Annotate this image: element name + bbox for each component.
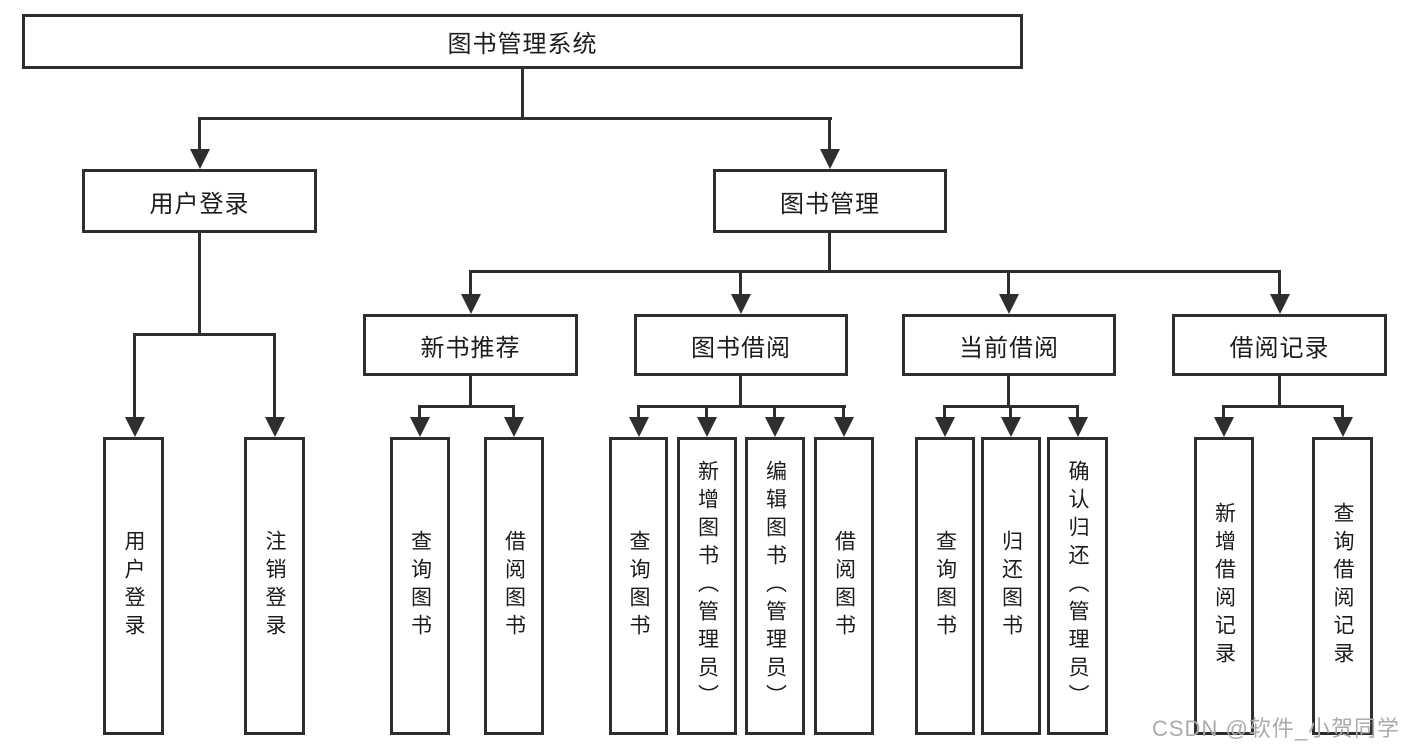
node-user-login-branch: 用户登录 bbox=[82, 169, 317, 233]
connector-book-borrow-rail bbox=[637, 405, 846, 408]
node-library-system: 图书管理系统 bbox=[22, 14, 1023, 69]
node-current-borrow: 当前借阅 bbox=[902, 314, 1116, 376]
node-borrow-record-label: 借阅记录 bbox=[1229, 334, 1330, 362]
leaf-add-borrow-record: 新增借阅记录 bbox=[1194, 437, 1254, 735]
leaf-add-borrow-record-label: 新增借阅记录 bbox=[1212, 502, 1236, 670]
arrow-to-recommend-query-icon bbox=[409, 405, 430, 437]
leaf-borrow-edit-book-label: 编辑图书（管理员） bbox=[763, 460, 787, 712]
leaf-confirm-return: 确认归还（管理员） bbox=[1047, 437, 1108, 735]
arrow-to-book-borrow-icon bbox=[730, 270, 751, 314]
leaf-current-query-book-label: 查询图书 bbox=[933, 530, 957, 642]
arrow-to-borrow-edit-icon bbox=[764, 405, 785, 437]
csdn-watermark: CSDN @软件_小贺同学 bbox=[1152, 716, 1401, 741]
node-borrow-record: 借阅记录 bbox=[1172, 314, 1387, 376]
leaf-logout: 注销登录 bbox=[244, 437, 305, 735]
leaf-logout-label: 注销登录 bbox=[263, 530, 286, 642]
leaf-current-query-book: 查询图书 bbox=[915, 437, 975, 735]
leaf-borrow-borrow-book: 借阅图书 bbox=[814, 437, 874, 735]
connector-borrow-record-rail bbox=[1222, 405, 1344, 408]
connector-book-borrow-stem bbox=[739, 376, 742, 407]
node-new-book-recommend: 新书推荐 bbox=[363, 314, 578, 376]
leaf-borrow-query-book-label: 查询图书 bbox=[627, 530, 650, 642]
arrow-to-current-return-icon bbox=[1000, 405, 1021, 437]
leaf-recommend-query-book-label: 查询图书 bbox=[408, 530, 432, 642]
node-library-system-label: 图书管理系统 bbox=[447, 31, 598, 58]
leaf-borrow-edit-book: 编辑图书（管理员） bbox=[745, 437, 805, 735]
leaf-borrow-add-book: 新增图书（管理员） bbox=[677, 437, 737, 735]
node-new-book-recommend-label: 新书推荐 bbox=[420, 334, 521, 362]
arrow-to-leaf-logout-icon bbox=[264, 333, 285, 437]
leaf-recommend-query-book: 查询图书 bbox=[390, 437, 450, 735]
leaf-recommend-borrow-book-label: 借阅图书 bbox=[502, 530, 526, 642]
node-book-management-label: 图书管理 bbox=[780, 190, 880, 218]
leaf-query-borrow-record-label: 查询借阅记录 bbox=[1331, 502, 1354, 670]
connector-level3-rail bbox=[469, 270, 1281, 273]
connector-root-stem bbox=[521, 69, 524, 119]
leaf-borrow-query-book: 查询图书 bbox=[609, 437, 668, 735]
arrow-to-user-login-icon bbox=[189, 117, 210, 169]
arrow-to-current-query-icon bbox=[934, 405, 955, 437]
leaf-current-return-book: 归还图书 bbox=[981, 437, 1041, 735]
connector-user-login-stem bbox=[198, 233, 201, 335]
arrow-to-record-add-icon bbox=[1213, 405, 1234, 437]
connector-level1-rail bbox=[198, 117, 832, 120]
arrow-to-borrow-record-icon bbox=[1269, 270, 1290, 314]
connector-new-book-rail bbox=[418, 405, 515, 408]
arrow-to-borrow-borrow-icon bbox=[833, 405, 854, 437]
arrow-to-confirm-return-icon bbox=[1067, 405, 1088, 437]
connector-user-login-rail bbox=[133, 333, 276, 336]
node-book-management: 图书管理 bbox=[713, 169, 947, 233]
leaf-current-return-book-label: 归还图书 bbox=[999, 530, 1023, 642]
node-book-borrow-label: 图书借阅 bbox=[691, 334, 791, 362]
leaf-user-login-label: 用户登录 bbox=[122, 530, 145, 642]
leaf-recommend-borrow-book: 借阅图书 bbox=[484, 437, 544, 735]
arrow-to-leaf-user-login-icon bbox=[124, 333, 145, 437]
arrow-to-borrow-query-icon bbox=[628, 405, 649, 437]
leaf-query-borrow-record: 查询借阅记录 bbox=[1312, 437, 1373, 735]
arrow-to-current-borrow-icon bbox=[998, 270, 1019, 314]
arrow-to-new-book-recommend-icon bbox=[460, 270, 481, 314]
connector-borrow-record-stem bbox=[1278, 376, 1281, 407]
connector-new-book-stem bbox=[469, 376, 472, 407]
leaf-user-login: 用户登录 bbox=[103, 437, 164, 735]
arrow-to-record-query-icon bbox=[1332, 405, 1353, 437]
node-current-borrow-label: 当前借阅 bbox=[959, 334, 1059, 362]
connector-book-management-stem bbox=[828, 233, 831, 272]
arrow-to-borrow-add-icon bbox=[696, 405, 717, 437]
arrow-to-book-management-icon bbox=[819, 117, 840, 169]
node-book-borrow: 图书借阅 bbox=[634, 314, 848, 376]
leaf-confirm-return-label: 确认归还（管理员） bbox=[1066, 460, 1089, 712]
leaf-borrow-borrow-book-label: 借阅图书 bbox=[832, 530, 856, 642]
connector-current-borrow-stem bbox=[1007, 376, 1010, 407]
leaf-borrow-add-book-label: 新增图书（管理员） bbox=[695, 460, 719, 712]
arrow-to-recommend-borrow-icon bbox=[503, 405, 524, 437]
node-user-login-branch-label: 用户登录 bbox=[149, 190, 250, 218]
